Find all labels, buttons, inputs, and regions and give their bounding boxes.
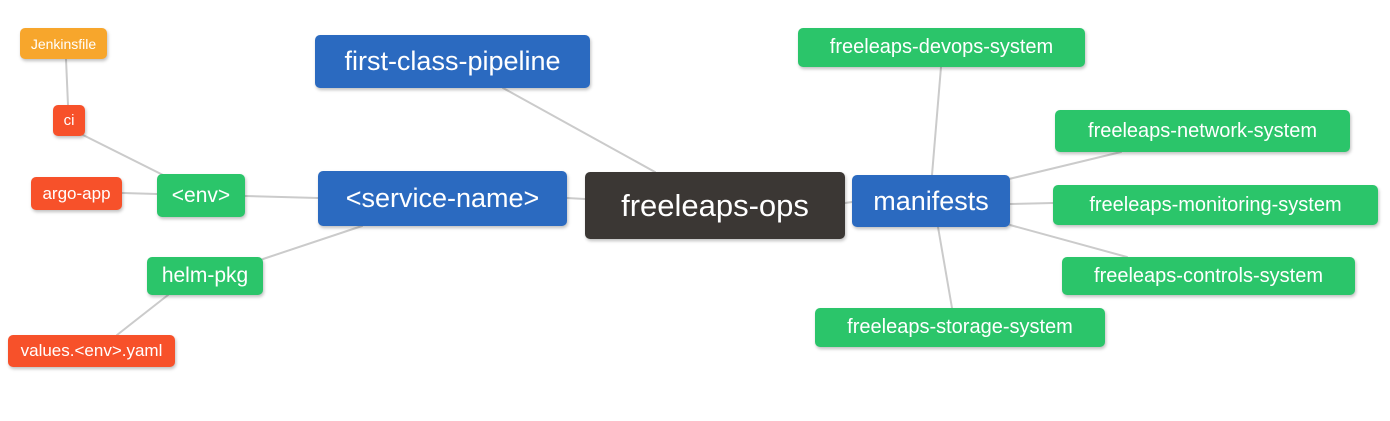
edge-devops-manifests	[931, 66, 942, 176]
edge-pipeline-ops	[502, 87, 656, 173]
edge-manifests-network	[1008, 151, 1122, 180]
node-helm-pkg[interactable]: helm-pkg	[147, 257, 263, 295]
node-first-class-pipeline-label: first-class-pipeline	[344, 46, 561, 76]
node-freeleaps-monitoring-system-label: freeleaps-monitoring-system	[1089, 193, 1342, 216]
node-jenkinsfile[interactable]: Jenkinsfile	[20, 28, 107, 59]
node-manifests[interactable]: manifests	[852, 175, 1010, 227]
edge-servicename-ops	[566, 197, 586, 200]
node-freeleaps-storage-system-label: freeleaps-storage-system	[847, 316, 1073, 338]
node-first-class-pipeline[interactable]: first-class-pipeline	[315, 35, 590, 88]
edge-manifests-monitoring	[1009, 202, 1054, 205]
node-freeleaps-ops[interactable]: freeleaps-ops	[585, 172, 845, 239]
node-values-env-yaml[interactable]: values.<env>.yaml	[8, 335, 175, 367]
node-ci[interactable]: ci	[53, 105, 85, 136]
node-freeleaps-controls-system-label: freeleaps-controls-system	[1094, 264, 1323, 287]
edge-values-helmpkg	[116, 294, 169, 336]
node-freeleaps-storage-system[interactable]: freeleaps-storage-system	[815, 308, 1105, 347]
node-freeleaps-network-system-label: freeleaps-network-system	[1088, 119, 1317, 142]
node-manifests-label: manifests	[873, 185, 989, 216]
edge-ops-manifests	[844, 201, 853, 204]
edge-jenkinsfile-ci	[65, 58, 69, 106]
edge-ci-env	[82, 134, 168, 178]
node-helm-pkg-label: helm-pkg	[161, 264, 249, 287]
node-jenkinsfile-label: Jenkinsfile	[30, 35, 97, 52]
edge-env-servicename	[244, 195, 319, 199]
node-freeleaps-network-system[interactable]: freeleaps-network-system	[1055, 110, 1350, 152]
node-env[interactable]: <env>	[157, 174, 245, 217]
node-freeleaps-devops-system[interactable]: freeleaps-devops-system	[798, 28, 1085, 67]
node-service-name[interactable]: <service-name>	[318, 171, 567, 226]
edge-manifests-storage	[937, 226, 953, 309]
edge-helmpkg-servicename	[262, 225, 363, 260]
node-service-name-label: <service-name>	[345, 183, 540, 213]
node-freeleaps-monitoring-system[interactable]: freeleaps-monitoring-system	[1053, 185, 1378, 225]
node-ci-label: ci	[63, 112, 75, 129]
node-values-env-yaml-label: values.<env>.yaml	[20, 341, 163, 360]
node-argo-app[interactable]: argo-app	[31, 177, 122, 210]
node-freeleaps-ops-label: freeleaps-ops	[621, 187, 809, 223]
node-argo-app-label: argo-app	[42, 183, 111, 203]
node-freeleaps-devops-system-label: freeleaps-devops-system	[829, 36, 1054, 58]
edge-argoapp-env	[121, 192, 158, 195]
edge-manifests-controls	[1009, 224, 1128, 258]
node-env-label: <env>	[171, 183, 231, 207]
node-freeleaps-controls-system[interactable]: freeleaps-controls-system	[1062, 257, 1355, 295]
